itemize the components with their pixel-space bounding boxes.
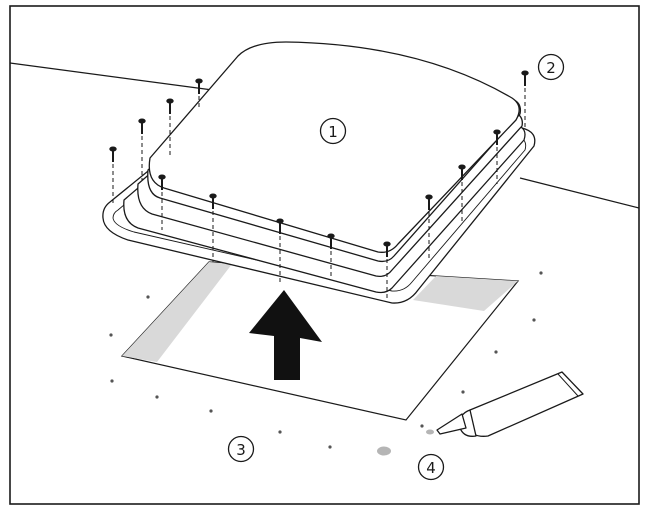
callout-2: 2 [537, 53, 565, 81]
mounting-screws [109, 70, 529, 300]
sealant-tube [426, 371, 584, 437]
callout-4: 4 [417, 453, 445, 481]
screw [109, 146, 117, 206]
diagram-border [9, 5, 640, 505]
callout-2-label: 2 [546, 59, 556, 77]
screw [327, 233, 335, 278]
tube-tip-dab [426, 429, 434, 435]
screw [166, 98, 174, 158]
screw [493, 129, 501, 184]
callout-1-label: 1 [328, 123, 338, 141]
screw [158, 174, 166, 230]
callout-4-label: 4 [426, 459, 436, 477]
screw [521, 70, 529, 130]
sealant-dab [377, 446, 391, 456]
vent-dome [148, 41, 520, 253]
cutout-gap-right [413, 276, 518, 311]
cutout-gap-left [122, 262, 232, 362]
callout-1: 1 [319, 117, 347, 145]
screw [276, 218, 284, 282]
screw [195, 78, 203, 110]
vent-assembly [102, 41, 536, 304]
up-arrow-icon [249, 290, 322, 380]
screw [458, 164, 466, 222]
tube-nozzle [436, 413, 467, 435]
screw [138, 118, 146, 180]
callout-3-label: 3 [236, 441, 246, 459]
screw-hole-markers [109, 271, 543, 449]
screw [209, 193, 217, 262]
callout-3: 3 [227, 435, 255, 463]
screw [425, 194, 433, 258]
roof-surface [9, 62, 640, 209]
screw [383, 241, 391, 300]
